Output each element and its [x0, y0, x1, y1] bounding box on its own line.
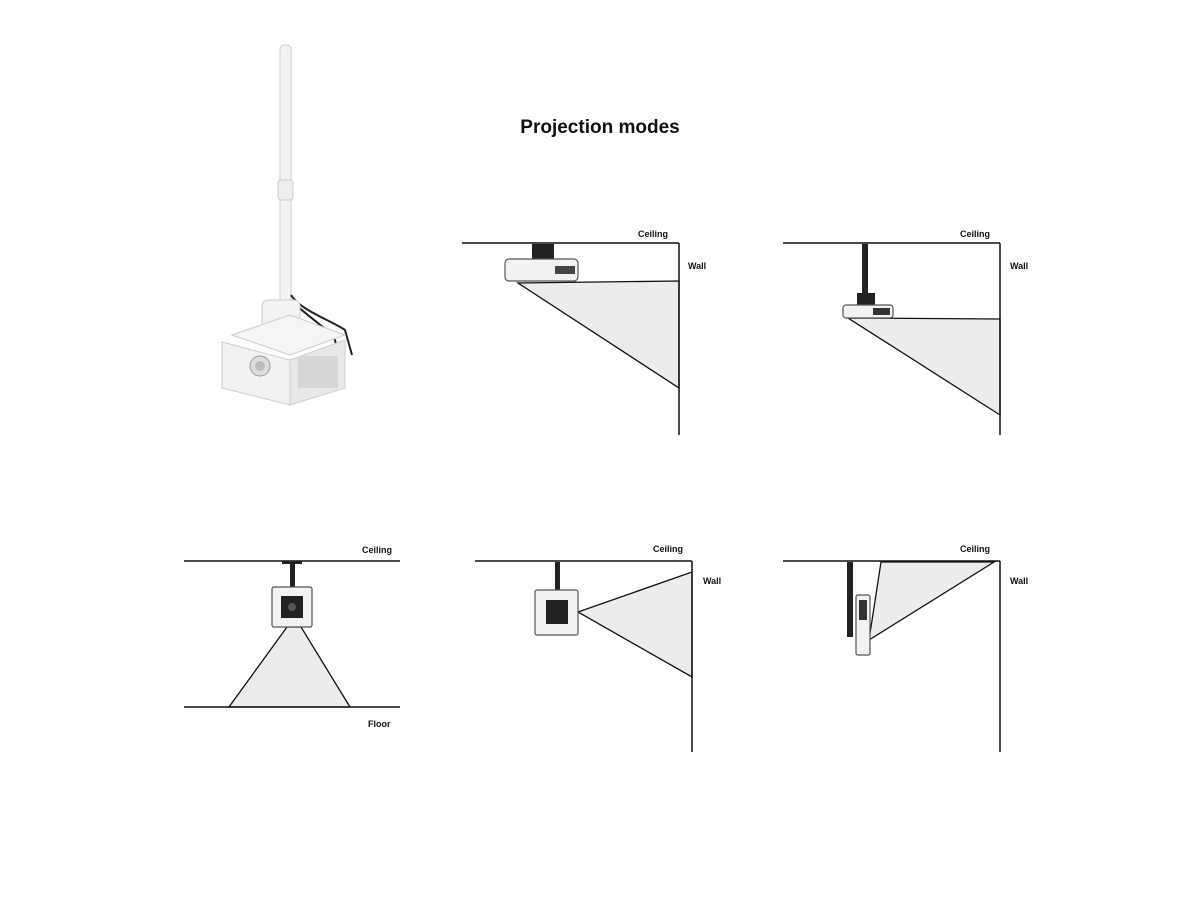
- mount-bracket: [532, 244, 554, 260]
- mode-ceiling-vertical-wall: Ceiling Wall: [475, 544, 721, 752]
- projection-beam: [576, 571, 693, 679]
- mount-pole: [555, 562, 560, 590]
- wall-label: Wall: [688, 261, 706, 271]
- mode-ceiling-floor: Ceiling Floor: [184, 545, 400, 729]
- mount-pole: [290, 563, 295, 591]
- mode-ceiling-upward: Ceiling Wall: [783, 544, 1028, 752]
- projection-beam: [845, 317, 1001, 417]
- projection-beam: [515, 280, 680, 390]
- wall-label: Wall: [703, 576, 721, 586]
- wall-label: Wall: [1010, 576, 1028, 586]
- ceiling-label: Ceiling: [960, 544, 990, 554]
- mount-pole: [847, 562, 853, 637]
- projector-mount-product-image: [221, 44, 353, 406]
- projection-beam: [227, 626, 352, 708]
- projection-beam: [868, 561, 997, 642]
- wall-label: Wall: [1010, 261, 1028, 271]
- page-title: Projection modes: [520, 117, 679, 138]
- ceiling-label: Ceiling: [362, 545, 392, 555]
- mode-ceiling-flush-wall: Ceiling Wall: [462, 229, 706, 435]
- ceiling-label: Ceiling: [653, 544, 683, 554]
- mount-pole: [862, 244, 868, 296]
- floor-label: Floor: [368, 719, 391, 729]
- ceiling-label: Ceiling: [960, 229, 990, 239]
- ceiling-label: Ceiling: [638, 229, 668, 239]
- mode-ceiling-pole-wall: Ceiling Wall: [783, 229, 1028, 435]
- projector: [504, 258, 579, 282]
